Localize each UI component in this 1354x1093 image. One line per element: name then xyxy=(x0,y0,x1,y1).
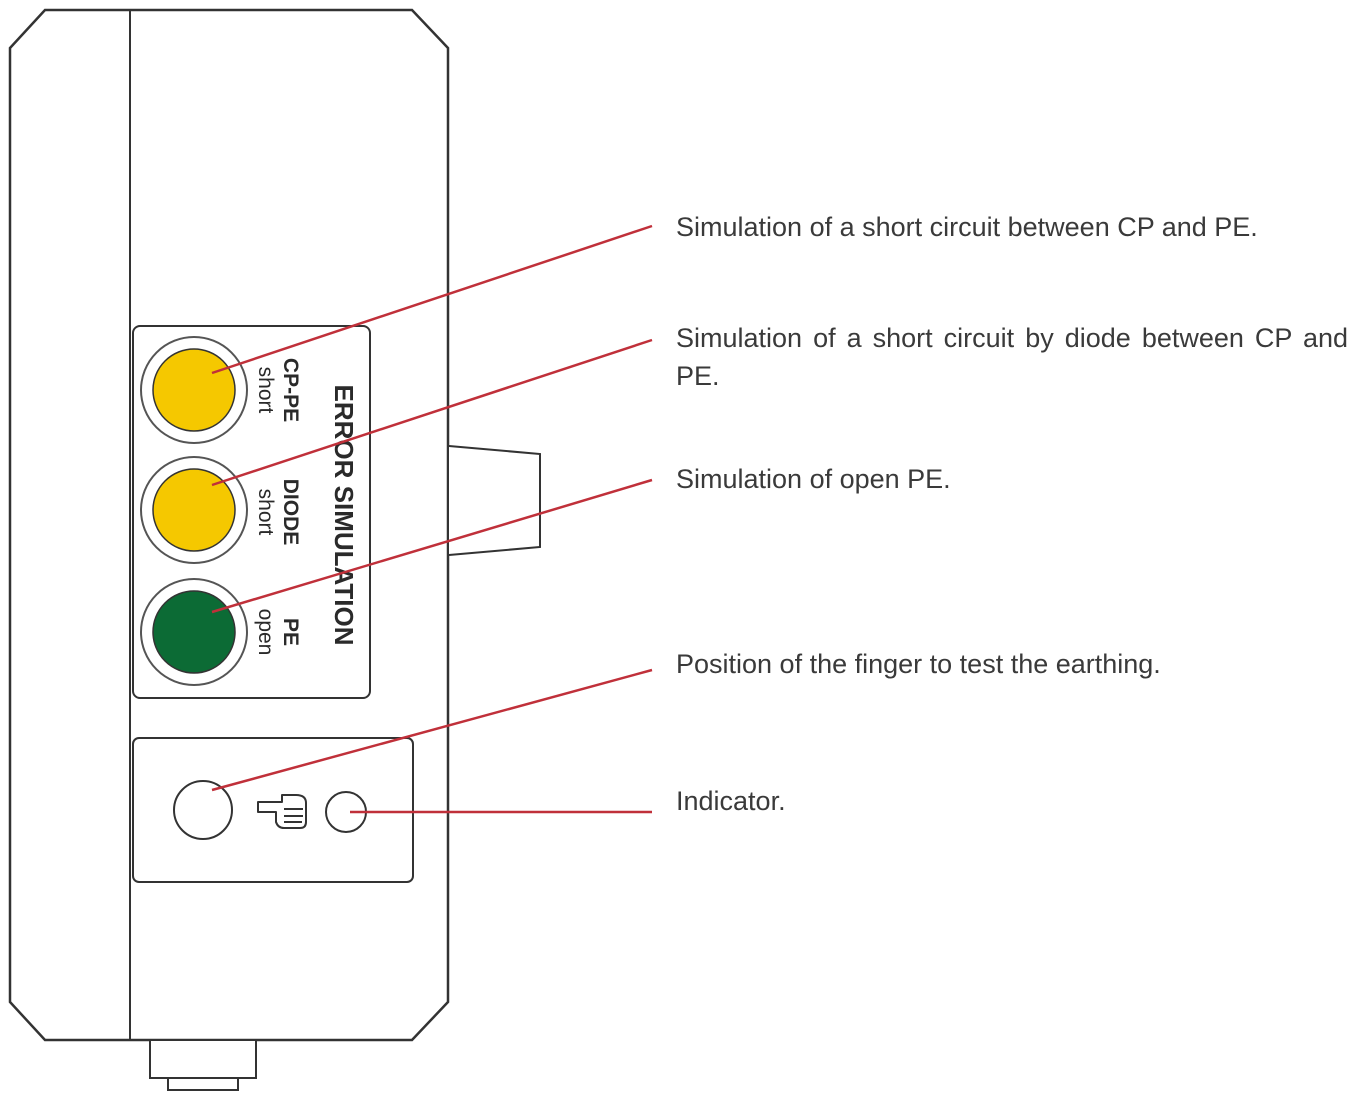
callout-finger-position: Position of the finger to test the earth… xyxy=(676,649,1161,679)
cp-pe-short-button-cap xyxy=(152,348,236,432)
cp-pe-short-button[interactable] xyxy=(140,336,248,444)
leader-line-cp-pe xyxy=(211,224,653,375)
callout-pe-open: Simulation of open PE. xyxy=(676,464,951,494)
panel-title: ERROR SIMULATION xyxy=(329,385,359,646)
finger-contact-pad[interactable] xyxy=(173,780,233,840)
diode-sublabel: short xyxy=(254,489,277,536)
pe-open-button[interactable] xyxy=(140,578,248,686)
diode-label: DIODE xyxy=(279,479,302,546)
callout-indicator: Indicator. xyxy=(676,786,786,816)
leader-line-pe-open xyxy=(211,478,653,614)
diode-short-button[interactable] xyxy=(140,456,248,564)
diode-short-button-cap xyxy=(152,468,236,552)
leader-line-finger xyxy=(211,668,653,792)
bottom-connector-tip xyxy=(167,1077,239,1091)
pointing-hand-icon xyxy=(257,794,307,829)
cp-pe-label: CP-PE xyxy=(279,358,302,422)
pe-sublabel: open xyxy=(254,609,277,656)
callout-cp-pe-short: Simulation of a short circuit between CP… xyxy=(676,212,1258,242)
side-connector xyxy=(448,445,541,556)
bottom-connector xyxy=(149,1039,257,1079)
leader-lines xyxy=(211,224,653,814)
cp-pe-sublabel: short xyxy=(254,367,277,414)
callout-diode-short: Simulation of a short circuit by diode b… xyxy=(676,323,1348,391)
pe-open-button-cap xyxy=(152,590,236,674)
pe-label: PE xyxy=(279,618,302,646)
leader-line-diode xyxy=(211,338,653,487)
